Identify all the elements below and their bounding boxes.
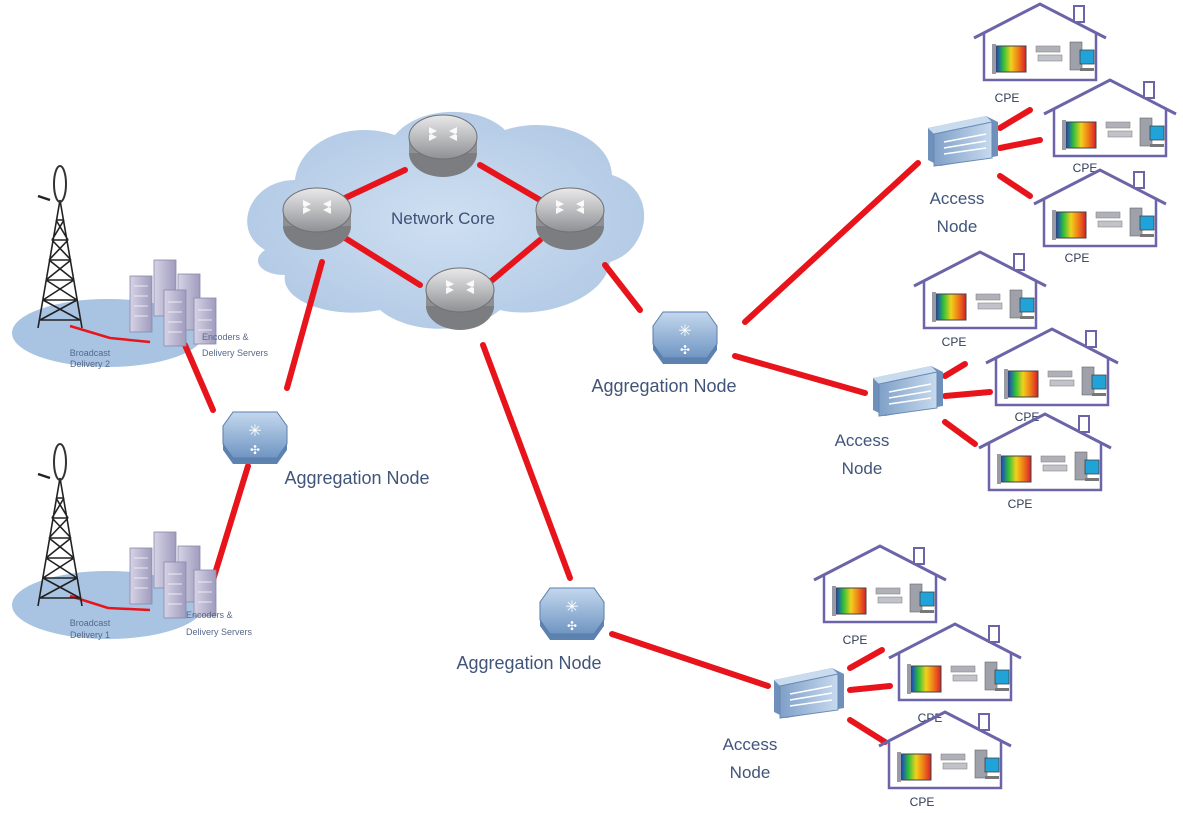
- cpe-label: CPE: [843, 633, 868, 647]
- access-node-bottom: [773, 667, 845, 719]
- servers-label: Delivery Servers: [202, 348, 269, 358]
- tower-label: Broadcast: [70, 348, 111, 358]
- access-node-top: [927, 115, 999, 167]
- aggregation-node-label: Aggregation Node: [456, 653, 601, 673]
- tower-label: Broadcast: [70, 618, 111, 628]
- cpe-house-icon: [1032, 168, 1168, 248]
- core-router-top: [408, 114, 478, 178]
- core-router-left: [282, 187, 352, 251]
- access-node-label: Node: [937, 217, 978, 236]
- aggregation-node-right: [652, 311, 718, 365]
- core-router-bottom: [425, 267, 495, 331]
- link-core-bl: [342, 235, 423, 288]
- access-node-label: Node: [730, 763, 771, 782]
- link-agg-access-bottom: [609, 631, 771, 689]
- network-links: [182, 107, 1043, 745]
- servers-label: Encoders &: [186, 610, 233, 620]
- cpe-group-middle: CPE CPE CPE: [912, 250, 1120, 511]
- link-core-agg-left: [284, 259, 325, 391]
- link-core-agg-bottom: [480, 342, 573, 581]
- cpe-group-bottom: CPE CPE CPE: [812, 544, 1023, 809]
- link-core-tr: [477, 162, 543, 203]
- cpe-label: CPE: [1008, 497, 1033, 511]
- aggregation-node-left: [222, 411, 288, 465]
- link-agg-access-top: [742, 160, 921, 325]
- servers-label: Encoders &: [202, 332, 249, 342]
- link-core-agg-right: [602, 262, 643, 313]
- link-core-br: [487, 237, 543, 285]
- cpe-house-icon: [984, 327, 1120, 407]
- access-node-middle: [872, 365, 944, 417]
- aggregation-node-bottom: [539, 587, 605, 641]
- access-node-label: Node: [842, 459, 883, 478]
- cpe-house-icon: [912, 250, 1048, 330]
- tower-label: Delivery 2: [70, 359, 110, 369]
- cpe-label: CPE: [995, 91, 1020, 105]
- network-core-cloud: [247, 111, 645, 329]
- cpe-house-icon: [877, 710, 1013, 790]
- core-router-right: [535, 187, 605, 251]
- core-label: Network Core: [391, 209, 495, 228]
- link-agg-servers-2: [182, 342, 216, 413]
- access-node-label: Access: [930, 189, 985, 208]
- cpe-house-icon: [972, 2, 1108, 82]
- cpe-label: CPE: [1065, 251, 1090, 265]
- tower-links: [69, 324, 151, 612]
- link-acc1-cpe1: [997, 107, 1033, 131]
- link-agg-access-mid: [732, 353, 868, 396]
- cpe-label: CPE: [1073, 161, 1098, 175]
- link-agg-servers-1: [210, 463, 251, 583]
- cpe-house-icon: [1042, 78, 1178, 158]
- link-core-tl: [342, 167, 408, 201]
- cpe-label: CPE: [910, 795, 935, 809]
- cpe-house-icon: [887, 622, 1023, 702]
- cpe-label: CPE: [942, 335, 967, 349]
- cpe-group-top: CPE CPE CPE: [972, 2, 1178, 265]
- tower-label: Delivery 1: [70, 630, 110, 640]
- servers-label: Delivery Servers: [186, 627, 253, 637]
- cpe-house-icon: [977, 412, 1113, 492]
- aggregation-node-label: Aggregation Node: [591, 376, 736, 396]
- access-node-label: Access: [723, 735, 778, 754]
- access-node-label: Access: [835, 431, 890, 450]
- aggregation-node-label: Aggregation Node: [284, 468, 429, 488]
- cpe-house-icon: [812, 544, 948, 624]
